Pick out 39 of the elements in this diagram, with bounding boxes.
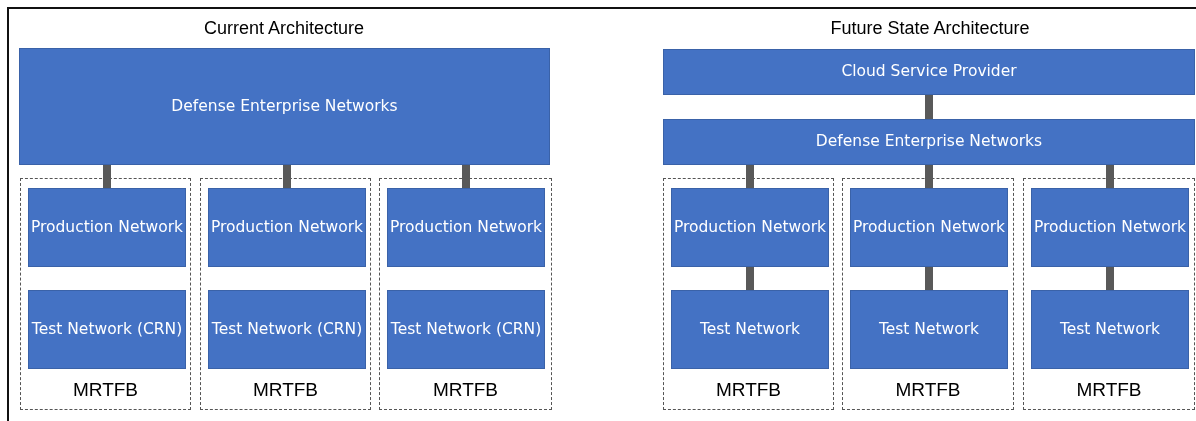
network-box: Production Network <box>671 188 829 267</box>
group-label: MRTFB <box>895 379 961 401</box>
connector-line <box>925 165 933 188</box>
network-box: Defense Enterprise Networks <box>663 119 1195 165</box>
section-title: Future State Architecture <box>830 18 1030 39</box>
group-label: MRTFB <box>252 379 319 401</box>
connector-line <box>925 267 933 290</box>
group-label: MRTFB <box>1076 379 1142 401</box>
dashed-group-frame <box>663 178 834 410</box>
network-box: Defense Enterprise Networks <box>19 48 550 165</box>
dashed-group-frame <box>379 178 552 410</box>
connector-line <box>746 267 754 290</box>
network-box: Test Network (CRN) <box>208 290 366 369</box>
connector-line <box>1106 267 1114 290</box>
network-box: Production Network <box>1031 188 1189 267</box>
dashed-group-frame <box>1023 178 1195 410</box>
group-label: MRTFB <box>72 379 139 401</box>
dashed-group-frame <box>842 178 1014 410</box>
group-label: MRTFB <box>715 379 782 401</box>
connector-line <box>103 165 111 188</box>
network-box: Test Network <box>1031 290 1189 369</box>
connector-line <box>1106 165 1114 188</box>
network-box: Test Network <box>671 290 829 369</box>
network-box: Production Network <box>208 188 366 267</box>
group-label: MRTFB <box>432 379 499 401</box>
connector-line <box>925 95 933 119</box>
connector-line <box>283 165 291 188</box>
dashed-group-frame <box>200 178 371 410</box>
network-box: Test Network <box>850 290 1008 369</box>
network-box: Production Network <box>28 188 186 267</box>
dashed-group-frame <box>20 178 191 410</box>
connector-line <box>462 165 470 188</box>
network-box: Test Network (CRN) <box>387 290 545 369</box>
connector-line <box>746 165 754 188</box>
network-box: Production Network <box>387 188 545 267</box>
network-box: Production Network <box>850 188 1008 267</box>
section-title: Current Architecture <box>203 18 365 39</box>
network-box: Cloud Service Provider <box>663 49 1195 95</box>
network-box: Test Network (CRN) <box>28 290 186 369</box>
